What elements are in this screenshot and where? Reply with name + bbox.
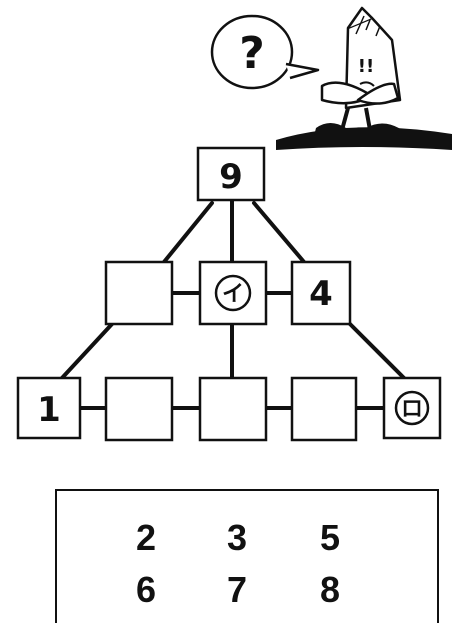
box-bottom-2[interactable]: [106, 378, 172, 440]
choice-5[interactable]: 5: [320, 517, 340, 558]
choice-3[interactable]: 3: [227, 517, 247, 558]
box-top-value: 9: [219, 157, 243, 197]
box-bottom-5-label: ロ: [401, 397, 423, 422]
choice-2[interactable]: 2: [136, 517, 156, 558]
pencil-character: !!: [314, 8, 402, 138]
choice-6[interactable]: 6: [136, 569, 156, 610]
character-illustration: ? !!: [212, 8, 452, 150]
box-middle-center-label: イ: [222, 282, 244, 307]
box-middle-right-value: 4: [309, 274, 333, 314]
box-bottom-1-value: 1: [37, 390, 61, 430]
face-exclamations: !!: [358, 56, 374, 77]
box-bottom-4[interactable]: [292, 378, 356, 440]
bubble-question-mark: ?: [239, 28, 265, 79]
box-middle-left[interactable]: [106, 262, 172, 324]
character-shadow: [276, 127, 452, 150]
choice-7[interactable]: 7: [227, 569, 247, 610]
box-bottom-3[interactable]: [200, 378, 266, 440]
choice-8[interactable]: 8: [320, 569, 340, 610]
